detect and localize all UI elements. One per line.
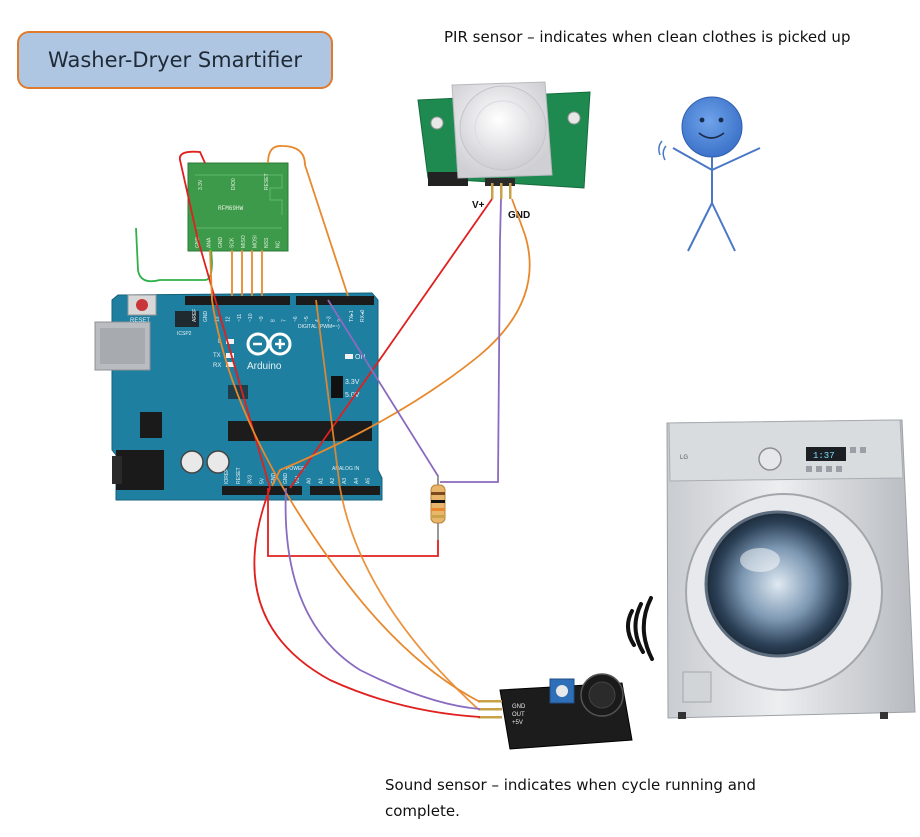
arduino-top-pin-label-10: ~5 bbox=[304, 316, 310, 322]
arduino-top-pin-label-4: ~11 bbox=[237, 314, 243, 322]
person-figure bbox=[658, 96, 761, 252]
arduino-top-pin-label-0: AREF bbox=[192, 309, 198, 322]
radio-module-name: RFM69HW bbox=[218, 205, 244, 212]
pir-caption: PIR sensor – indicates when clean clothe… bbox=[444, 28, 851, 46]
arduino-bottom-pin-label-6: VIN bbox=[295, 475, 301, 484]
resistor bbox=[430, 475, 446, 540]
wire-red-sound bbox=[253, 487, 481, 718]
arduino-bottom-pin-label-12: A5 bbox=[366, 478, 372, 484]
arduino-top-pin-label-6: ~9 bbox=[259, 316, 265, 322]
radio-pin-bottom-label-4: MISO bbox=[241, 235, 247, 248]
arduino-bottom-pin-label-0: IOREF bbox=[224, 469, 230, 484]
arduino-top-pin-label-2: 13 bbox=[214, 316, 220, 322]
radio-pin-bottom-label-1: ANA bbox=[207, 237, 213, 248]
wire-red-pir bbox=[289, 198, 493, 489]
arduino-bottom-pin-label-9: A2 bbox=[330, 478, 336, 484]
wire-red-radio bbox=[178, 150, 206, 241]
arduino-bottom-pin-label-3: 5V bbox=[259, 477, 265, 484]
radio-module bbox=[187, 162, 289, 252]
sound-sensor-pin-labels: GND OUT +5V bbox=[512, 704, 526, 726]
arduino-led-rx-label: RX bbox=[213, 363, 221, 369]
arduino-bottom-pin-label-4: GND bbox=[271, 473, 277, 485]
radio-pins-top: 3.3V DIO0 RESET bbox=[198, 173, 270, 190]
arduino-analog-label: ANALOG IN bbox=[332, 466, 360, 472]
arduino-top-pin-label-15: RX◂0 bbox=[360, 310, 366, 322]
title-box: Washer-Dryer Smartifier bbox=[17, 31, 333, 89]
pir-pin-vplus: V+ bbox=[472, 200, 485, 211]
arduino-power-label: POWER bbox=[286, 466, 305, 472]
sound-sensor bbox=[478, 673, 633, 750]
arduino-top-pin-label-1: GND bbox=[203, 311, 209, 323]
arduino-bottom-pin-label-8: A1 bbox=[318, 478, 324, 484]
arduino-top-pin-label-14: TX▸1 bbox=[349, 310, 355, 322]
wire-red-radio-drop bbox=[197, 239, 271, 489]
arduino-bottom-pin-label-5: GND bbox=[283, 473, 289, 485]
arduino-bottom-pin-label-11: A4 bbox=[354, 478, 360, 484]
wire-purple-sound bbox=[284, 487, 481, 710]
radio-pin-bottom-label-5: MOSI bbox=[253, 235, 259, 248]
arduino-top-pin-label-8: 7 bbox=[282, 319, 288, 322]
radio-pin-bottom-label-3: SCK bbox=[230, 237, 236, 248]
pir-sensor bbox=[417, 81, 591, 199]
arduino-3v3-label: 3.3V bbox=[345, 379, 360, 386]
arduino-brand-label: Arduino bbox=[247, 361, 282, 372]
arduino-top-pin-label-5: ~10 bbox=[248, 313, 254, 322]
sound-caption: Sound sensor – indicates when cycle runn… bbox=[385, 776, 756, 820]
arduino-led-tx-label: TX bbox=[213, 353, 221, 359]
washer-brand: LG bbox=[680, 455, 688, 461]
arduino-icsp-label: ICSP2 bbox=[177, 331, 192, 337]
arduino-on-label: ON bbox=[355, 354, 366, 361]
arduino-top-pin-label-7: 8 bbox=[270, 319, 276, 322]
wires bbox=[135, 145, 531, 718]
wire-purple-pir bbox=[440, 198, 502, 483]
wire-purple-pin bbox=[327, 299, 439, 477]
washing-machine bbox=[666, 419, 916, 719]
radio-pin-bottom-label-2: GND bbox=[218, 237, 224, 249]
wire-orange-radio2 bbox=[315, 299, 479, 710]
arduino-top-pin-label-3: 12 bbox=[226, 316, 232, 322]
arduino-bottom-pin-label-1: RESET bbox=[236, 467, 242, 484]
radio-pin-top-label-2: RESET bbox=[264, 173, 270, 190]
arduino-logo bbox=[246, 332, 292, 356]
sound-sensor-pin-label-0: GND bbox=[512, 704, 526, 710]
arduino-reset-label: RESET bbox=[130, 318, 150, 324]
arduino-bottom-pin-labels: IOREF RESET 3V3 5V GND GND VIN A0 A1 A2 A3 A4 A5 bbox=[224, 467, 372, 484]
radio-pin-top-label-1: DIO0 bbox=[231, 178, 237, 190]
sound-waves-icon bbox=[626, 596, 654, 661]
arduino-bottom-pin-label-7: A0 bbox=[307, 478, 313, 484]
sound-sensor-pin-label-1: OUT bbox=[512, 712, 525, 718]
radio-pin-bottom-label-7: NC bbox=[276, 240, 282, 248]
wire-orange-radio bbox=[267, 145, 349, 297]
arduino-5v-label: 5.0V bbox=[345, 392, 360, 399]
arduino-bottom-pin-label-2: 3V3 bbox=[248, 475, 254, 484]
arduino-bottom-pin-label-10: A3 bbox=[342, 478, 348, 484]
radio-pin-top-label-0: 3.3V bbox=[198, 179, 204, 190]
wire-orange-sound bbox=[209, 249, 481, 703]
radio-pin-bottom-label-6: NSS bbox=[264, 237, 270, 248]
washer-display: 1:37 bbox=[813, 451, 835, 461]
arduino-top-pin-label-12: ~3 bbox=[326, 316, 332, 322]
wire-red-resistor bbox=[267, 488, 439, 557]
sound-sensor-pin-label-2: +5V bbox=[512, 720, 523, 726]
arduino-top-pin-label-9: ~6 bbox=[293, 316, 299, 322]
page-title: Washer-Dryer Smartifier bbox=[48, 48, 302, 72]
pir-pin-gnd: GND bbox=[508, 210, 530, 221]
